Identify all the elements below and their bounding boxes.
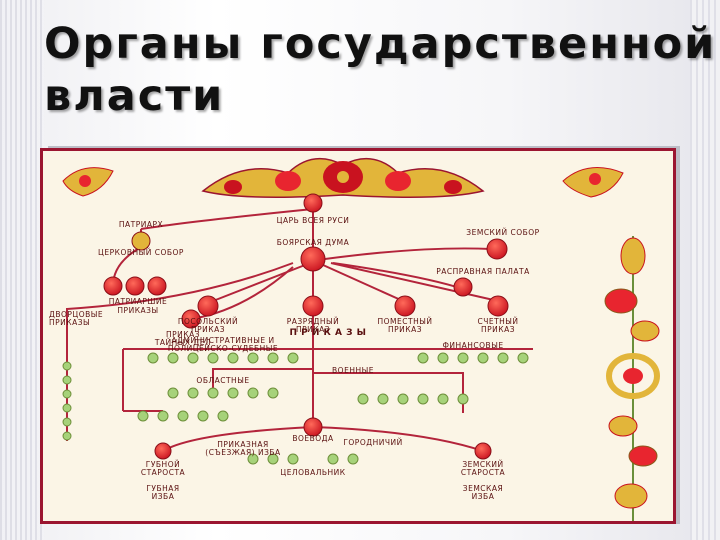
label-gubnoy-1: ГУБНОЙ bbox=[146, 460, 180, 469]
financial-row bbox=[417, 352, 529, 364]
regional-row bbox=[167, 387, 279, 399]
lower-center-row bbox=[247, 453, 359, 465]
label-regional: ОБЛАСТНЫЕ bbox=[196, 376, 249, 385]
admin-row bbox=[147, 352, 299, 364]
left-decorative-stripes bbox=[0, 0, 44, 540]
label-razryadny-1: РАЗРЯДНЫЙ bbox=[287, 317, 339, 326]
state-power-diagram: ЦАРЬ ВСЕЯ РУСИ ПАТРИАРХ ЦЕРКОВНЫЙ СОБОР … bbox=[49, 157, 660, 521]
label-zemskaya-2: ИЗБА bbox=[472, 492, 495, 501]
military-row bbox=[357, 393, 469, 405]
razryadny-node bbox=[302, 295, 324, 317]
label-pomestny-1: ПОМЕСТНЫЙ bbox=[378, 317, 433, 326]
label-tainykh-1: ПРИКАЗ bbox=[166, 330, 200, 339]
label-admin-1: АДМИНИСТРАТИВНЫЕ И bbox=[171, 336, 274, 345]
label-tsar: ЦАРЬ ВСЕЯ РУСИ bbox=[277, 216, 350, 225]
label-financial: ФИНАНСОВЫЕ bbox=[442, 341, 503, 350]
label-zemskaya-1: ЗЕМСКАЯ bbox=[463, 484, 503, 493]
corner-ornament-left bbox=[62, 167, 114, 197]
label-prikazy: П Р И К А З Ы bbox=[289, 328, 366, 338]
label-zemsky-st-2: СТАРОСТА bbox=[461, 468, 506, 477]
lower-left-row bbox=[137, 410, 229, 422]
patriarch-prikaz-node-2 bbox=[125, 276, 145, 296]
label-pomestny-2: ПРИКАЗ bbox=[388, 325, 422, 334]
label-posolsky-2: ПРИКАЗ bbox=[191, 325, 225, 334]
schetny-node bbox=[487, 295, 509, 317]
right-decorative-stripes bbox=[690, 0, 720, 540]
label-patriarch: ПАТРИАРХ bbox=[119, 220, 163, 229]
label-voevoda: ВОЕВОДА bbox=[292, 434, 334, 443]
label-boyar-duma: БОЯРСКАЯ ДУМА bbox=[277, 238, 350, 247]
label-razryadny-2: ПРИКАЗ bbox=[296, 325, 330, 334]
label-zemsky-st-1: ЗЕМСКИЙ bbox=[462, 460, 503, 469]
label-church-council: ЦЕРКОВНЫЙ СОБОР bbox=[98, 248, 184, 257]
tsar-node bbox=[303, 193, 323, 213]
label-schetny-1: СЧЕТНЫЙ bbox=[477, 317, 518, 326]
connector-lines bbox=[66, 208, 533, 452]
rasprava-node bbox=[453, 277, 473, 297]
patriarch-node bbox=[131, 231, 151, 251]
zemsky-sobor-node bbox=[486, 238, 508, 260]
diagram-frame: ЦАРЬ ВСЕЯ РУСИ ПАТРИАРХ ЦЕРКОВНЫЙ СОБОР … bbox=[40, 148, 676, 524]
label-gubnoy-2: СТАРОСТА bbox=[141, 468, 186, 477]
label-tselovalnik: ЦЕЛОВАЛЬНИК bbox=[280, 468, 345, 477]
zemsky-starosta-node bbox=[474, 442, 492, 460]
label-tainykh-2: ТАЙНЫХ ДЕЛ bbox=[154, 338, 211, 347]
boyar-duma-node bbox=[300, 246, 326, 272]
label-prikaznaya-1: ПРИКАЗНАЯ bbox=[217, 440, 269, 449]
slide-title-line-2: власти bbox=[44, 71, 225, 121]
label-admin-2: ПОЛИЦЕЙСКО-СУДЕБНЫЕ bbox=[168, 344, 278, 353]
label-zemsky-sobor: ЗЕМСКИЙ СОБОР bbox=[466, 228, 539, 237]
label-dvortsovye-2: ПРИКАЗЫ bbox=[49, 318, 90, 327]
crown-ornament bbox=[201, 157, 485, 198]
dvortsovye-column bbox=[62, 361, 72, 441]
label-gubnaya-2: ИЗБА bbox=[152, 492, 175, 501]
label-patriarch-prikazy-1: ПАТРИАРШИЕ bbox=[109, 297, 168, 306]
slide-title-line-1: Органы государственной bbox=[44, 19, 717, 69]
patriarch-prikaz-node-3 bbox=[147, 276, 167, 296]
floral-border-right bbox=[604, 236, 660, 521]
gubnoy-node bbox=[154, 442, 172, 460]
voevoda-node bbox=[303, 417, 323, 437]
label-schetny-2: ПРИКАЗ bbox=[481, 325, 515, 334]
pomestny-node bbox=[394, 295, 416, 317]
label-gubnaya-1: ГУБНАЯ bbox=[146, 484, 179, 493]
posolsky-node bbox=[197, 295, 219, 317]
label-rasprava: РАСПРАВНАЯ ПАЛАТА bbox=[436, 267, 530, 276]
label-dvortsovye-1: ДВОРЦОВЫЕ bbox=[49, 310, 103, 319]
label-prikaznaya-2: (СЪЕЗЖАЯ) ИЗБА bbox=[205, 448, 281, 457]
prikaz-nodes bbox=[62, 352, 529, 465]
label-patriarch-prikazy-2: ПРИКАЗЫ bbox=[117, 306, 158, 315]
corner-ornament-right bbox=[562, 167, 624, 198]
label-military: ВОЕННЫЕ bbox=[332, 366, 374, 375]
slide-title: Органы государственной власти bbox=[44, 18, 716, 122]
label-gorodnichiy: ГОРОДНИЧИЙ bbox=[343, 438, 402, 447]
tainykh-node bbox=[181, 309, 201, 329]
patriarch-prikaz-node-1 bbox=[103, 276, 123, 296]
label-posolsky-1: ПОСОЛЬСКИЙ bbox=[178, 317, 238, 326]
